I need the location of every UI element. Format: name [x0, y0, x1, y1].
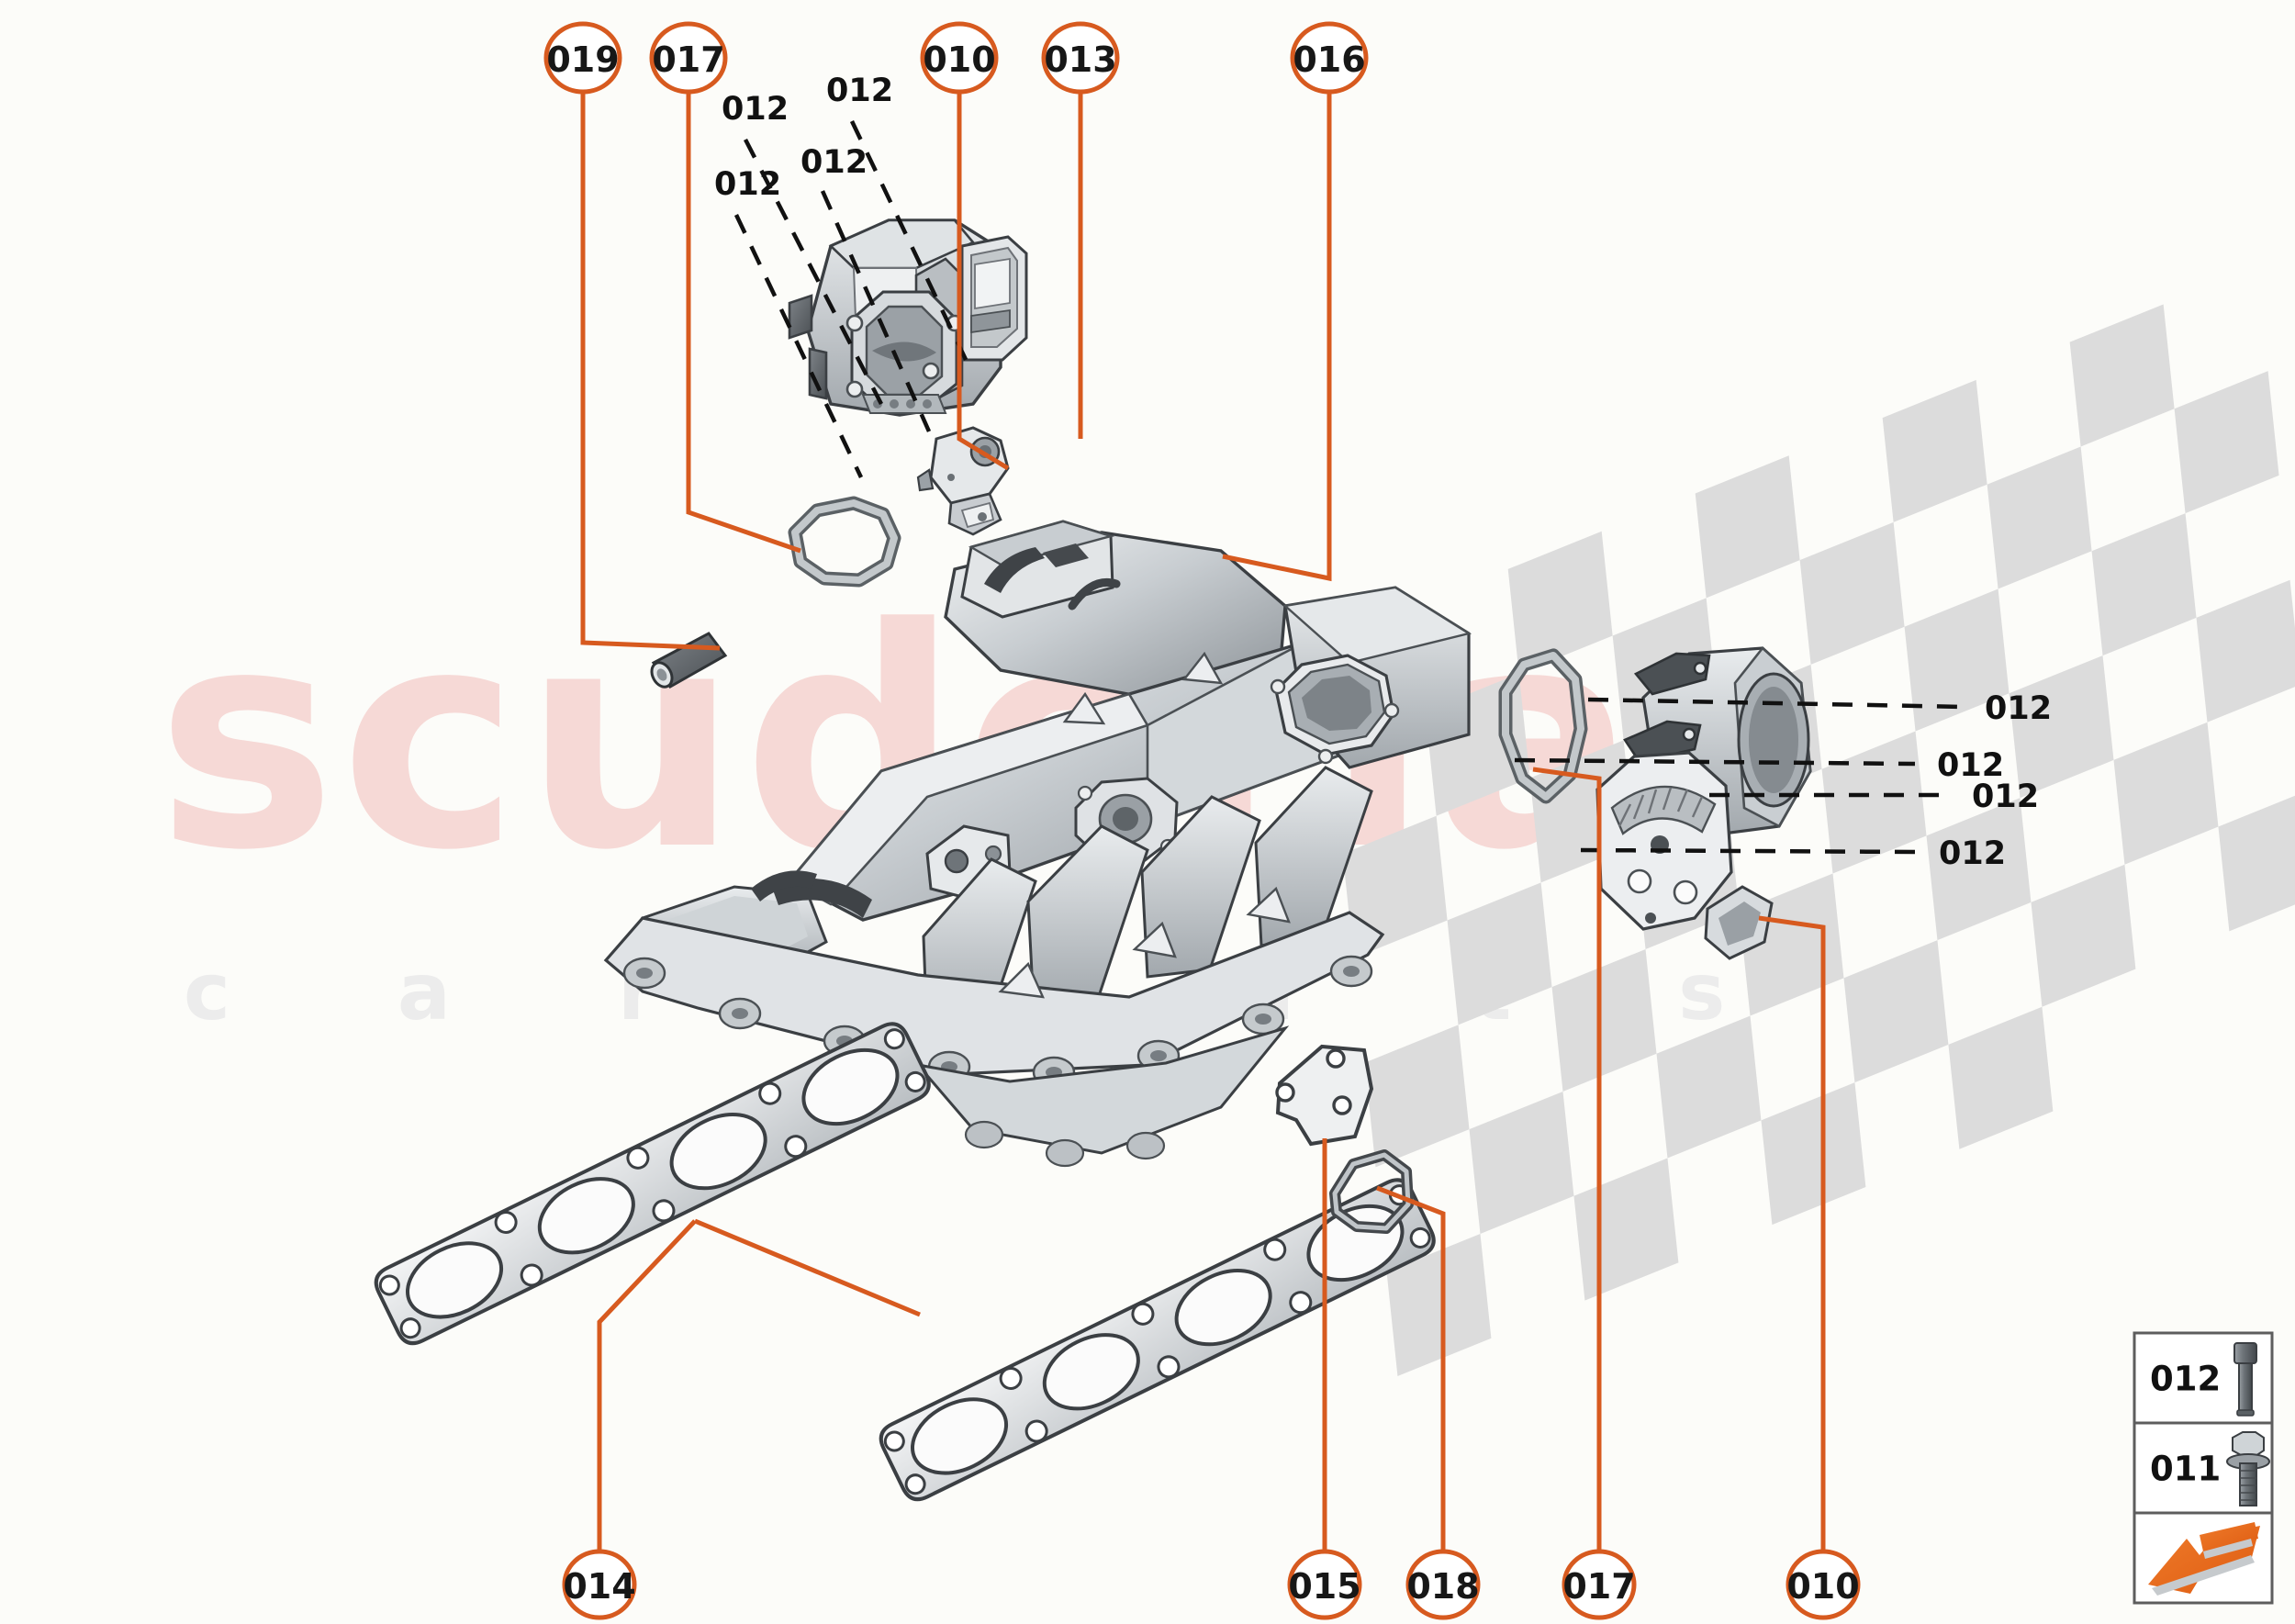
dashed-leaders-top	[733, 120, 972, 478]
bolt-label-012-e: 012	[1985, 690, 2052, 727]
part-intake-manifold-gasket-b	[879, 1178, 1436, 1502]
part-throttle-body-upper	[788, 218, 1028, 417]
legend-row-012-label: 012	[2150, 1360, 2221, 1399]
leader-018	[1376, 1185, 1446, 1553]
part-intake-manifold	[603, 520, 1472, 1168]
legend-row-011[interactable]: 011	[2133, 1421, 2274, 1515]
callout-016-top-label: 016	[1293, 39, 1365, 80]
part-intake-manifold-gasket-a	[374, 1022, 931, 1346]
leader-010-top	[957, 90, 1010, 471]
callout-010-top[interactable]: 010	[920, 21, 999, 95]
part-cover-plate	[1275, 1044, 1374, 1147]
legend-row-012[interactable]: 012	[2133, 1331, 2274, 1425]
legend-row-brand[interactable]	[2133, 1511, 2274, 1605]
callout-014-bottom-label: 014	[563, 1566, 635, 1607]
callout-017-bottom[interactable]: 017	[1562, 1549, 1637, 1620]
callout-017-bottom-label: 017	[1562, 1566, 1635, 1607]
leader-016	[1222, 90, 1332, 582]
callout-010-top-label: 010	[923, 39, 995, 80]
hex-flange-bolt-icon	[2226, 1431, 2270, 1506]
callout-018-bottom-label: 018	[1406, 1566, 1479, 1607]
bolt-label-012-d: 012	[714, 166, 781, 203]
leader-017-bottom	[1532, 767, 1602, 1553]
part-cover-plate-seal	[1329, 1149, 1414, 1234]
leader-010-bottom	[1758, 915, 1826, 1553]
bolt-label-012-h: 012	[1939, 835, 2006, 872]
socket-head-cap-screw-icon	[2233, 1342, 2257, 1417]
callout-017-top-label: 017	[652, 39, 724, 80]
callout-018-bottom[interactable]: 018	[1405, 1549, 1481, 1620]
callout-019-top-label: 019	[546, 39, 619, 80]
callout-010-bottom-label: 010	[1786, 1566, 1859, 1607]
bolt-label-012-a: 012	[722, 91, 789, 128]
callout-015-bottom-label: 015	[1288, 1566, 1360, 1607]
part-throttle-body-gasket-upper	[788, 496, 901, 588]
part-throttle-position-sensor	[916, 426, 1010, 536]
bolt-label-012-f: 012	[1937, 747, 2004, 784]
callout-014-bottom[interactable]: 014	[562, 1549, 637, 1620]
callout-015-bottom[interactable]: 015	[1287, 1549, 1362, 1620]
leader-019	[580, 90, 721, 651]
legend-row-011-label: 011	[2150, 1450, 2221, 1489]
checker-grid	[1320, 304, 2295, 1376]
callout-013-top-label: 013	[1044, 39, 1116, 80]
callout-013-top[interactable]: 013	[1041, 21, 1120, 95]
bolt-label-012-b: 012	[826, 73, 893, 109]
bolt-label-012-g: 012	[1972, 778, 2039, 815]
callout-017-top[interactable]: 017	[649, 21, 728, 95]
callout-019-top[interactable]: 019	[543, 21, 622, 95]
leader-017-top	[686, 90, 801, 554]
callout-010-bottom[interactable]: 010	[1786, 1549, 1861, 1620]
part-hose-sleeve	[650, 632, 728, 689]
checkered-flag-arrow-icon	[2148, 1522, 2260, 1596]
part-throttle-body-gasket-lower	[1498, 648, 1588, 804]
callout-016-top[interactable]: 016	[1290, 21, 1369, 95]
dashed-leaders-right	[1514, 697, 1965, 855]
leader-014	[597, 1218, 921, 1553]
bolt-label-012-c: 012	[800, 144, 868, 181]
part-throttle-body-lower	[1595, 646, 1812, 960]
